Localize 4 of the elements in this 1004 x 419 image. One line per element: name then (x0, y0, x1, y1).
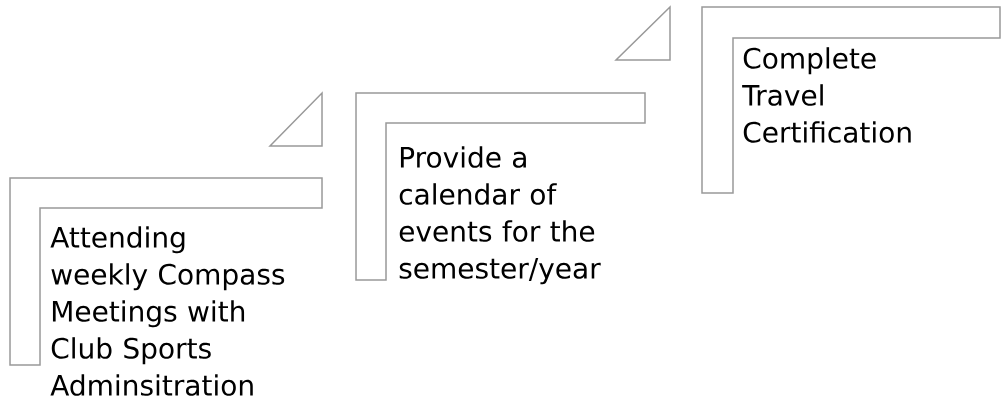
step-box: Provide a calendar of events for the semester/year (355, 92, 646, 285)
node-label: Adminsitration (50, 374, 253, 396)
step-box: Complete Travel Certification (701, 6, 1001, 194)
step-box: Attending weekly Compass Meetings with Club Sports Adminsitration (9, 177, 323, 396)
